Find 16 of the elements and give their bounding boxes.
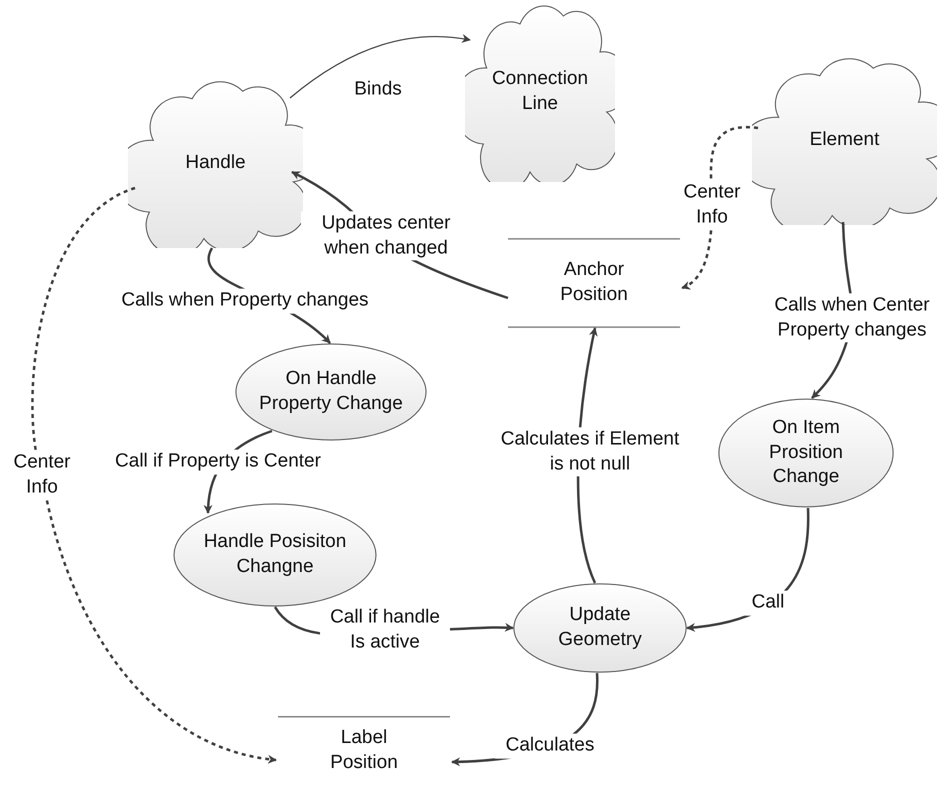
node-label: On Handle Property Change bbox=[258, 367, 404, 416]
arrow bbox=[290, 34, 471, 98]
data-store bbox=[508, 238, 680, 328]
process-ellipse bbox=[718, 398, 894, 508]
node-label: Element bbox=[808, 128, 880, 152]
node-label: Connection Line bbox=[490, 67, 590, 116]
node-label: Label Position bbox=[329, 726, 399, 775]
node-label: Update Geometry bbox=[557, 603, 643, 652]
process-ellipse bbox=[235, 343, 427, 441]
process-ellipse bbox=[513, 583, 687, 673]
node-label: Handle bbox=[184, 150, 247, 175]
process-ellipse bbox=[173, 503, 377, 607]
node-label: On Item Prosition Change bbox=[768, 416, 844, 490]
node-label: Handle Posisiton Changne bbox=[202, 530, 348, 579]
node-label: Anchor Position bbox=[559, 258, 629, 307]
dashed-arrow bbox=[31, 186, 277, 764]
